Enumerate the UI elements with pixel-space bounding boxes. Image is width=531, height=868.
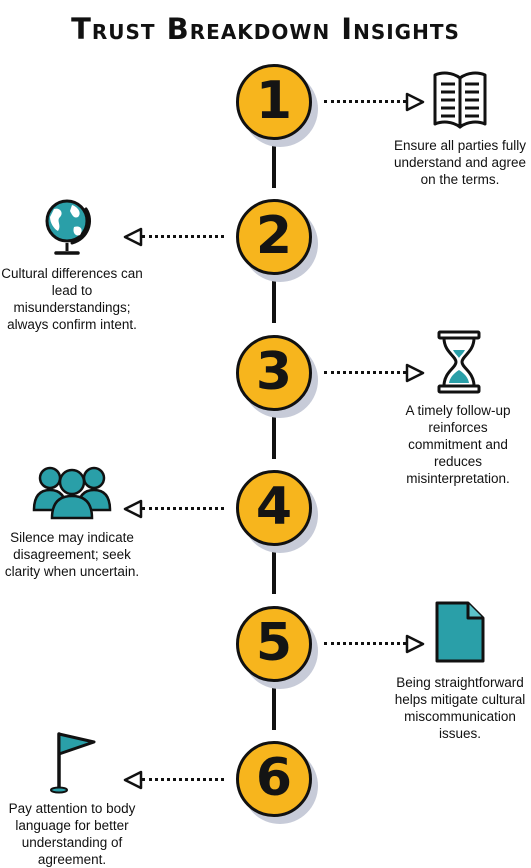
- hourglass-icon: [437, 330, 481, 394]
- step-3-caption: A timely follow-up reinforces commitment…: [405, 403, 511, 486]
- step-number: 4: [255, 477, 293, 537]
- timeline-connector: [272, 546, 276, 594]
- connector-dash: [324, 100, 406, 103]
- timeline-connector: [272, 411, 276, 459]
- page-title: Trust Breakdown Insights: [71, 12, 460, 46]
- connector-dash: [142, 507, 224, 510]
- step-number: 6: [255, 748, 293, 808]
- step-4-caption: Silence may indicate disagreement; seek …: [4, 530, 140, 579]
- group-icon: [32, 466, 112, 520]
- arrowhead-right-icon: [405, 92, 425, 112]
- step-number: 3: [255, 342, 293, 402]
- connector-dash: [324, 371, 406, 374]
- step-number: 1: [255, 71, 293, 131]
- step-5-circle: 5: [236, 606, 312, 682]
- timeline-connector: [272, 140, 276, 188]
- arrowhead-left-icon: [123, 499, 143, 519]
- step-2-circle: 2: [236, 199, 312, 275]
- step-4-circle: 4: [236, 470, 312, 546]
- connector-dash: [142, 235, 224, 238]
- step-number: 5: [255, 613, 293, 673]
- step-6-caption: Pay attention to body language for bette…: [8, 801, 136, 867]
- step-number: 2: [255, 206, 293, 266]
- connector-dash: [324, 642, 406, 645]
- globe-icon: [45, 199, 91, 255]
- step-2-caption: Cultural differences can lead to misunde…: [1, 266, 143, 332]
- connector-dash: [142, 778, 224, 781]
- arrowhead-right-icon: [405, 363, 425, 383]
- step-1-circle: 1: [236, 64, 312, 140]
- open-book-icon: [433, 71, 487, 129]
- timeline-connector: [272, 682, 276, 730]
- arrowhead-left-icon: [123, 770, 143, 790]
- document-icon: [435, 601, 485, 663]
- timeline-connector: [272, 275, 276, 323]
- step-1-caption: Ensure all parties fully understand and …: [393, 138, 527, 187]
- arrowhead-right-icon: [405, 634, 425, 654]
- step-6-circle: 6: [236, 741, 312, 817]
- step-5-caption: Being straightforward helps mitigate cul…: [394, 675, 526, 741]
- step-3-circle: 3: [236, 335, 312, 411]
- flag-icon: [50, 732, 96, 794]
- arrowhead-left-icon: [123, 227, 143, 247]
